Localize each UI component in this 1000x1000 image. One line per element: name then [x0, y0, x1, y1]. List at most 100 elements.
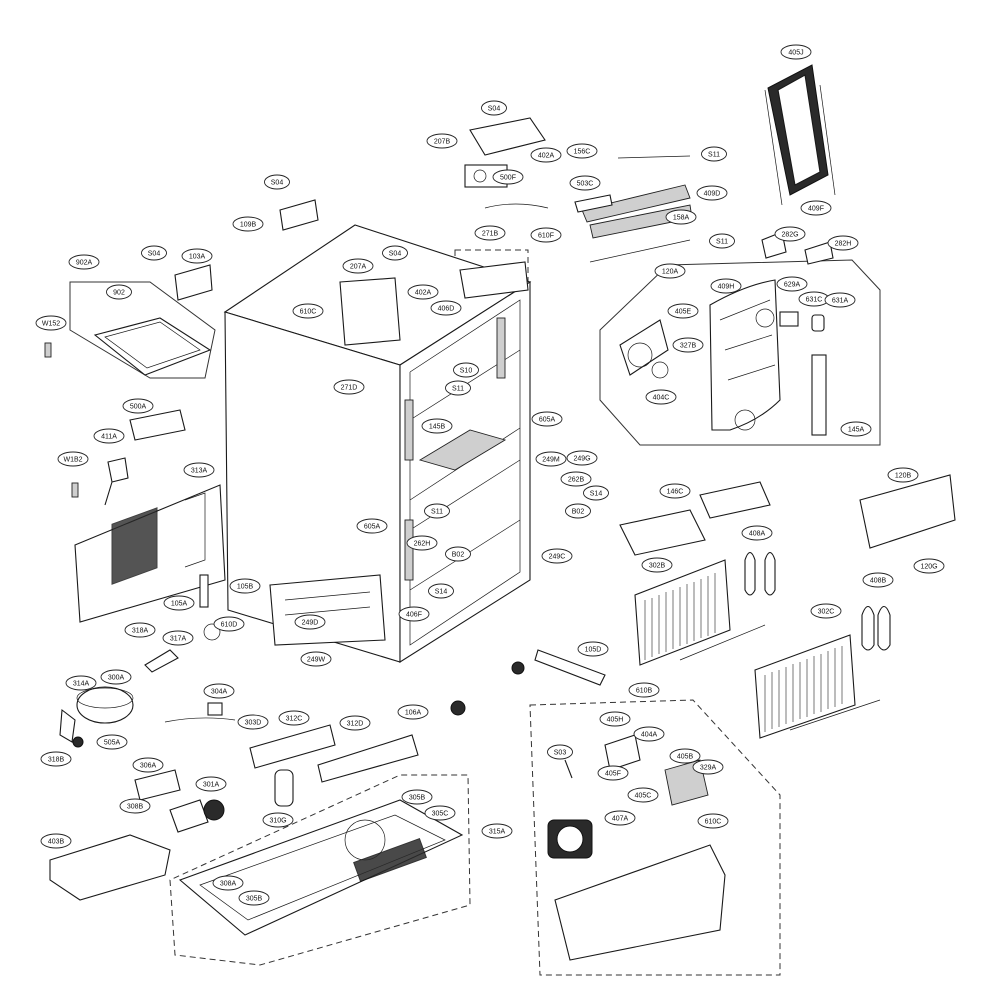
part-callout: S04 — [141, 245, 167, 261]
callout-label: B02 — [452, 552, 465, 559]
fan-404c — [651, 361, 669, 379]
callout-oval — [597, 765, 629, 781]
part-callout: 271D — [333, 379, 365, 395]
wire-harness — [484, 203, 549, 209]
part-callout: 605A — [356, 518, 388, 534]
callout-oval — [887, 467, 919, 483]
part-callout: 327B — [672, 337, 704, 353]
part-callout: 105A — [163, 595, 195, 611]
callout-oval — [397, 704, 429, 720]
part-callout: S04 — [382, 245, 408, 261]
callout-oval — [565, 503, 591, 519]
callout-label: 314A — [73, 681, 90, 688]
part-405h — [604, 734, 641, 771]
part-callout: 271B — [474, 225, 506, 241]
callout-label: 408A — [749, 531, 766, 538]
callout-label: 105D — [585, 647, 602, 654]
callout-label: 327B — [680, 343, 697, 350]
part-callout: 303D — [237, 714, 269, 730]
callout-oval — [824, 292, 856, 308]
callout-label: 318B — [48, 757, 65, 764]
callout-label: 120G — [920, 564, 937, 571]
callout-oval — [212, 875, 244, 891]
bracket-314a — [59, 708, 76, 743]
callout-label: 329A — [700, 765, 717, 772]
callout-label: 409D — [704, 191, 721, 198]
group-outline-top-lid — [69, 281, 216, 379]
pipe-105a — [199, 574, 209, 608]
callout-oval — [294, 614, 326, 630]
callout-label: 249W — [307, 657, 326, 664]
part-callout: 500A — [122, 398, 154, 414]
callout-oval — [213, 616, 245, 632]
callout-label: 306A — [140, 763, 157, 770]
part-callout: S10 — [453, 362, 479, 378]
callout-label: 610C — [705, 819, 722, 826]
callout-label: 120A — [662, 269, 679, 276]
callout-oval — [203, 683, 235, 699]
part-callout: 262H — [406, 535, 438, 551]
callout-oval — [569, 175, 601, 191]
cover-146c — [619, 509, 706, 556]
callout-label: 106A — [405, 710, 422, 717]
main-cabinet — [223, 224, 532, 663]
callout-label: 406D — [438, 306, 455, 313]
callout-label: 505A — [104, 740, 121, 747]
callout-label: 631C — [806, 297, 823, 304]
motor-405e — [619, 319, 669, 376]
callout-oval — [292, 303, 324, 319]
part-callout: S14 — [583, 485, 609, 501]
part-callout: 404A — [633, 726, 665, 742]
part-callout: 249M — [535, 451, 567, 467]
callout-oval — [780, 44, 812, 60]
part-callout: 105B — [229, 578, 261, 594]
callout-label: 405J — [788, 50, 803, 57]
callout-oval — [827, 235, 859, 251]
tray-306a — [49, 834, 171, 901]
part-callout: 109B — [232, 216, 264, 232]
fan-motor-301a — [203, 799, 225, 821]
part-callout: 605A — [531, 411, 563, 427]
callout-oval — [342, 258, 374, 274]
callout-oval — [645, 389, 677, 405]
callout-label: 408B — [870, 578, 887, 585]
callout-oval — [424, 805, 456, 821]
capacitor-310g — [274, 769, 294, 807]
callout-label: 305C — [432, 811, 449, 818]
callout-label: S11 — [716, 239, 728, 246]
callout-label: 282H — [835, 241, 852, 248]
callout-label: 404C — [653, 395, 670, 402]
callout-label: 301A — [203, 782, 220, 789]
part-callout: 105D — [577, 641, 609, 657]
callout-oval — [40, 751, 72, 767]
part-callout: 610B — [628, 682, 660, 698]
callout-label: 249C — [549, 554, 566, 561]
part-callout: 312C — [278, 710, 310, 726]
callout-oval — [665, 209, 697, 225]
callout-oval — [453, 362, 479, 378]
part-callout: 120B — [887, 467, 919, 483]
part-callout: 262B — [560, 471, 592, 487]
duct-312d — [317, 734, 419, 783]
plate-500a — [129, 409, 186, 441]
callout-label: S11 — [708, 152, 720, 159]
callout-oval — [264, 174, 290, 190]
callout-label: 120B — [895, 473, 912, 480]
callout-oval — [426, 133, 458, 149]
callout-label: 146C — [667, 489, 684, 496]
callout-label: 313A — [191, 468, 208, 475]
bracket-103a — [174, 264, 213, 301]
part-callout: 146C — [659, 483, 691, 499]
part-callout: 409F — [800, 200, 832, 216]
sensor-411a — [104, 457, 129, 506]
part-callout: 318B — [40, 751, 72, 767]
duct-312c — [249, 724, 336, 769]
callout-label: S04 — [271, 180, 284, 187]
callout-label: 405B — [677, 754, 694, 761]
callout-oval — [100, 669, 132, 685]
part-callout: 902 — [106, 284, 132, 300]
callout-oval — [181, 248, 213, 264]
callout-label: 303D — [245, 720, 262, 727]
part-callout: 405E — [667, 303, 699, 319]
